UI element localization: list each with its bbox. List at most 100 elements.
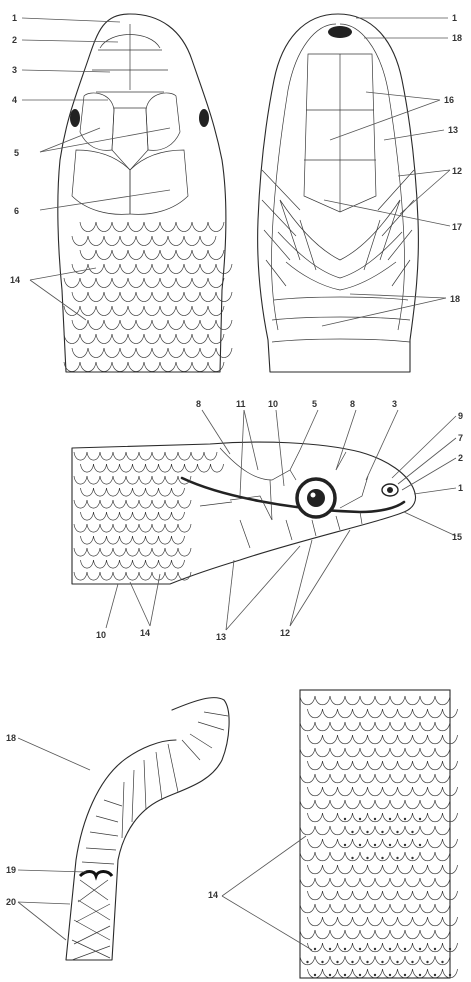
scale-mark [176,306,192,315]
scale-mark [323,891,338,900]
keel-dot [351,831,353,833]
scale-mark [107,512,120,520]
scale-mark [152,572,165,580]
scale-mark [88,348,104,357]
scale-mark [315,748,330,757]
ventral-mental-dark [328,26,352,38]
scale-mark [100,524,113,532]
lateral-label-3: 3 [392,399,397,409]
scale-mark [353,709,368,718]
lateral-label-10b: 10 [96,630,106,640]
patch-label-14: 14 [208,890,218,900]
scale-mark [375,956,390,965]
scale-mark [160,278,176,287]
scale-mark [405,696,420,705]
scale-mark [323,917,338,926]
scale-mark [120,264,136,273]
keel-dot [344,818,346,820]
keel-dot [329,948,331,950]
scale-mark [420,956,435,965]
scale-mark [368,943,383,952]
scale-mark [315,774,330,783]
scale-mark [198,464,211,472]
scale-mark [300,696,315,705]
keel-dot [314,948,316,950]
scale-mark [338,787,353,796]
scale-mark [192,362,208,371]
scale-mark [81,488,94,496]
scale-mark [390,826,405,835]
scale-mark [368,761,383,770]
scale-mark [420,826,435,835]
scale-mark [323,735,338,744]
scale-mark [152,236,168,245]
scale-mark [330,722,345,731]
scale-mark [323,709,338,718]
scale-mark [360,930,375,939]
scale-mark [120,236,136,245]
scale-mark [323,787,338,796]
scale-mark [405,956,420,965]
scale-mark [383,839,398,848]
scale-mark [96,222,112,231]
lateral-label-14: 14 [140,628,150,638]
lateral-body-scales [74,452,224,580]
scale-mark [390,748,405,757]
scale-mark [308,735,323,744]
scale-mark [308,839,323,848]
scale-mark [87,548,100,556]
scale-mark [165,548,178,556]
scale-mark [413,943,428,952]
scale-mark [368,709,383,718]
scale-mark [398,891,413,900]
keel-dot [359,818,361,820]
scale-mark [435,826,450,835]
scale-mark [435,696,450,705]
scale-mark [353,839,368,848]
scale-mark [338,839,353,848]
scale-mark [428,761,443,770]
scale-mark [96,362,112,371]
scale-mark [345,774,360,783]
ventral-label-18b: 18 [450,294,460,304]
scale-mark [360,696,375,705]
scale-mark [308,709,323,718]
scale-mark [353,787,368,796]
scale-mark [72,348,88,357]
scale-mark [74,548,87,556]
scale-mark [160,306,176,315]
scale-mark [435,956,450,965]
scale-mark [353,917,368,926]
scale-mark [176,362,192,371]
scale-mark [146,560,159,568]
lateral-label-2: 2 [458,453,463,463]
scale-mark [360,904,375,913]
dorsal-label-2: 2 [12,35,17,45]
scale-mark [330,956,345,965]
scale-mark [375,774,390,783]
scale-mark [208,278,224,287]
scale-mark [107,536,120,544]
scale-mark [315,904,330,913]
scale-mark [428,787,443,796]
scale-mark [390,774,405,783]
scale-mark [338,813,353,822]
keel-dot [366,857,368,859]
scale-mark [168,292,184,301]
scale-mark [120,536,133,544]
scale-mark [192,334,208,343]
scale-mark [428,943,443,952]
scale-mark [113,476,126,484]
scale-mark [152,320,168,329]
scale-mark [216,320,232,329]
scale-mark [200,264,216,273]
scale-mark [113,572,126,580]
scale-mark [345,696,360,705]
scale-mark [375,930,390,939]
keel-dot [381,857,383,859]
keel-dot [411,831,413,833]
scale-mark [338,761,353,770]
scale-mark [353,943,368,952]
scale-mark [345,878,360,887]
scale-mark [211,464,224,472]
